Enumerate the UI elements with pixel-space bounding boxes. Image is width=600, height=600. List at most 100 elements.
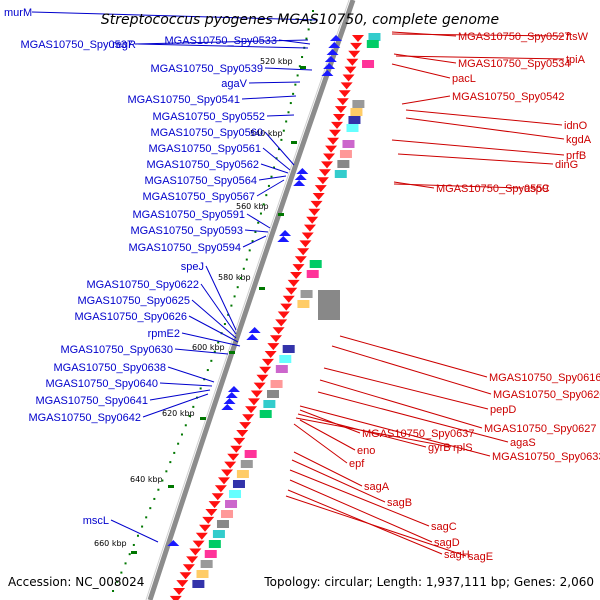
left-label-connector [264,131,295,166]
reverse-gene-arrow [325,145,338,153]
tick-label: 660 kbp [94,539,127,548]
left-gene-label: MGAS10750_Spy0533 [164,35,277,47]
ruler-dot [270,175,273,178]
reverse-strand-genes [169,35,364,600]
feature-block [244,450,257,458]
reverse-gene-arrow [236,430,249,437]
left-gene-label: MGAS10750_Spy0591 [132,209,245,221]
reverse-gene-arrow [303,224,316,232]
ruler-dot [210,359,213,362]
right-gene-label: MGAS10750_Spy0620 [493,389,600,401]
reverse-gene-arrow [245,406,258,414]
forward-gene-arrow [277,236,290,242]
forward-gene-arrow [227,386,240,392]
forward-gene-arrow [246,334,259,340]
ruler-dot [132,543,135,546]
tick-mark [168,485,174,488]
feature-block [204,550,217,558]
reverse-gene-arrow [338,90,351,98]
left-gene-label: MGAS10750_Spy0594 [128,242,241,254]
reverse-gene-arrow [176,580,189,588]
reverse-gene-arrow [323,153,336,161]
ruler-dot [192,405,195,408]
reverse-gene-arrow [299,240,312,248]
forward-gene-arrow [225,392,238,398]
left-label-connector [278,39,311,45]
forward-gene-arrow [294,174,307,180]
ruler-dot [206,369,209,372]
ruler-dot [267,184,270,187]
reverse-gene-arrow [267,343,280,351]
ruler-dot [157,488,160,491]
tick-mark [131,551,137,554]
feature-block [339,150,352,158]
ruler-dot [301,56,304,59]
reverse-gene-arrow [294,256,307,264]
forward-gene-arrow [330,35,342,41]
feature-block [208,540,221,548]
forward-gene-arrow [279,230,292,236]
feature-block [263,400,276,408]
right-label-connector [391,63,451,79]
left-label-connector [264,67,313,71]
ruler-dot [161,479,164,482]
left-label-connector [188,315,239,343]
feature-blocks [192,33,381,588]
feature-block [196,570,209,578]
reverse-gene-arrow [192,540,205,548]
ruler-dot [173,451,176,454]
ruler-dot [239,276,242,279]
tick-label: 640 kbp [130,475,163,484]
tick-mark [300,66,306,69]
left-gene-label: MGAS10750_Spy0626 [74,311,187,323]
topology-text: Topology: circular; Length: 1,937,111 bp… [263,575,594,589]
right-label-connector [405,117,565,140]
reverse-gene-arrow [329,129,342,137]
reverse-gene-arrow [348,50,361,58]
right-gene-label: MGAS10750_Spy0616 [489,372,600,384]
right-gene-label: prfB [566,150,586,162]
ruler-dot [294,83,297,86]
left-label-connector [242,235,267,248]
reverse-gene-arrow [332,114,345,121]
ruler-dot [169,461,172,464]
ruler-dot [277,148,280,151]
reverse-gene-arrow [336,98,349,106]
left-label-connector [266,114,295,117]
left-gene-label: MGAS10750_Spy0562 [146,159,259,171]
left-label-connector [262,147,291,171]
left-gene-label: MGAS10750_Spy0593 [130,225,243,237]
feature-block [346,124,359,132]
left-label-connector [142,393,209,418]
reverse-gene-arrow [242,414,255,422]
right-gene-label: MGAS10750_Spy0534 [458,58,571,70]
ruler-dot [254,230,257,233]
right-gene-label: ftsW [566,31,589,43]
feature-block [350,108,363,116]
tick-label: 560 kbp [236,202,269,211]
reverse-gene-arrow [290,272,303,279]
left-label-connector [110,519,159,543]
left-gene-label: MGAS10750_Spy0552 [152,111,265,123]
reverse-gene-arrow [306,216,319,224]
reverse-gene-arrow [301,232,314,240]
right-label-connector [319,379,483,429]
right-label-connector [331,345,492,395]
right-gene-label: MGAS10750_Spy0637 [362,428,475,440]
reverse-gene-arrow [342,74,355,82]
right-labels: MGAS10750_Spy0527ftsWMGAS10750_Spy0534tp… [349,31,600,563]
reverse-gene-arrow [202,516,215,524]
right-label-connector [293,451,363,487]
reverse-gene-arrow [312,193,325,200]
left-label-connector [200,283,237,335]
forward-strand-genes [167,35,342,546]
ruler-dot [233,295,236,298]
right-label-connector [393,53,457,64]
right-gene-label: sagB [387,497,412,509]
feature-block [259,410,272,418]
right-label-connector [289,479,433,543]
reverse-gene-arrow [308,208,321,216]
reverse-gene-arrow [227,453,240,461]
